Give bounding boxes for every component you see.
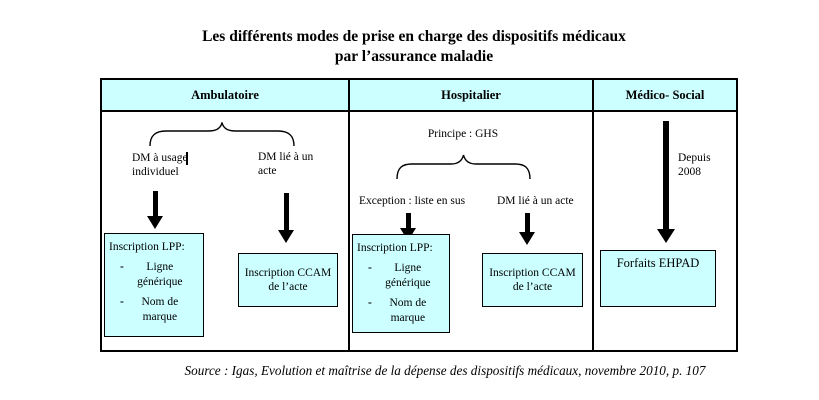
header-cell-ambulatoire: Ambulatoire xyxy=(102,80,348,110)
lpp-box-title: Inscription LPP: xyxy=(357,242,433,254)
lpp-item-label: Nom de marque xyxy=(389,297,427,324)
lpp-item-label: Nom de marque xyxy=(141,296,179,323)
ccam-box-label: Inscription CCAM de l’acte xyxy=(489,266,576,293)
down-arrow-hosp-right xyxy=(519,213,535,245)
arrow-head xyxy=(519,232,535,245)
arrow-head xyxy=(147,216,163,229)
lpp-box-title: Inscription LPP: xyxy=(109,241,185,253)
header-label-medico-social: Médico- Social xyxy=(625,87,705,102)
down-arrow-amb-left xyxy=(147,191,163,229)
lpp-item: - Ligne générique xyxy=(105,260,203,289)
forfaits-ehpad-label: Forfaits EHPAD xyxy=(616,256,700,270)
header-label-hospitalier: Hospitalier xyxy=(441,87,501,102)
branch-label-exception-liste-en-sus: Exception : liste en sus xyxy=(359,195,466,207)
ccam-box-hospitalier: Inscription CCAM de l’acte xyxy=(482,253,583,307)
arrow-head xyxy=(278,230,294,243)
dash-bullet: - xyxy=(120,296,124,309)
column-divider-2 xyxy=(592,80,594,350)
ccam-box-label: Inscription CCAM de l’acte xyxy=(244,266,332,293)
column-divider-1 xyxy=(348,80,350,350)
down-arrow-amb-right xyxy=(278,193,294,243)
lpp-item-label: Ligne générique xyxy=(385,262,431,289)
lpp-item: - Nom de marque xyxy=(105,295,203,324)
title-line-2: par l’assurance maladie xyxy=(334,47,494,65)
arrow-head xyxy=(657,229,675,243)
modes-table: Ambulatoire Hospitalier Médico- Social D… xyxy=(100,78,738,352)
branch-label-dm-lie-acte-amb: DM lié à un acte xyxy=(258,151,314,178)
lpp-item-label: Ligne générique xyxy=(137,261,183,288)
branch-label-dm-lie-acte-hosp: DM lié à un acte xyxy=(497,195,574,207)
lpp-item: - Ligne générique xyxy=(353,261,449,290)
title-line-1: Les différents modes de prise en charge … xyxy=(202,28,626,45)
header-label-ambulatoire: Ambulatoire xyxy=(191,87,259,102)
arrow-shaft xyxy=(663,121,669,231)
arrow-shaft xyxy=(405,213,411,230)
forfaits-ehpad-box: Forfaits EHPAD xyxy=(600,250,716,307)
header-cell-medico-social: Médico- Social xyxy=(594,80,736,110)
brace-ambulatoire xyxy=(149,122,295,146)
header-divider xyxy=(102,110,736,112)
text-cursor-artifact xyxy=(186,152,188,165)
dash-bullet: - xyxy=(368,297,372,310)
dash-bullet: - xyxy=(368,262,372,275)
arrow-shaft xyxy=(524,213,530,234)
down-arrow-medico-social xyxy=(657,121,675,243)
ccam-box-ambulatoire: Inscription CCAM de l’acte xyxy=(238,253,338,307)
lpp-box-ambulatoire: Inscription LPP: - Ligne générique - Nom… xyxy=(104,233,204,337)
header-cell-hospitalier: Hospitalier xyxy=(350,80,592,110)
brace-hospitalier xyxy=(396,154,531,179)
lpp-item: - Nom de marque xyxy=(353,296,449,325)
diagram-title: Les différents modes de prise en charge … xyxy=(10,27,818,67)
source-note: Source : Igas, Evolution et maîtrise de … xyxy=(184,363,706,378)
arrow-shaft xyxy=(283,193,289,232)
branch-label-dm-usage-individuel: DM à usage individuel xyxy=(132,152,188,179)
arrow-shaft xyxy=(152,191,158,218)
dash-bullet: - xyxy=(120,261,124,274)
principle-label: Principe : GHS xyxy=(427,128,499,140)
lpp-box-hospitalier: Inscription LPP: - Ligne générique - Nom… xyxy=(352,234,450,333)
arrow-label-depuis-2008: Depuis 2008 xyxy=(678,152,711,179)
